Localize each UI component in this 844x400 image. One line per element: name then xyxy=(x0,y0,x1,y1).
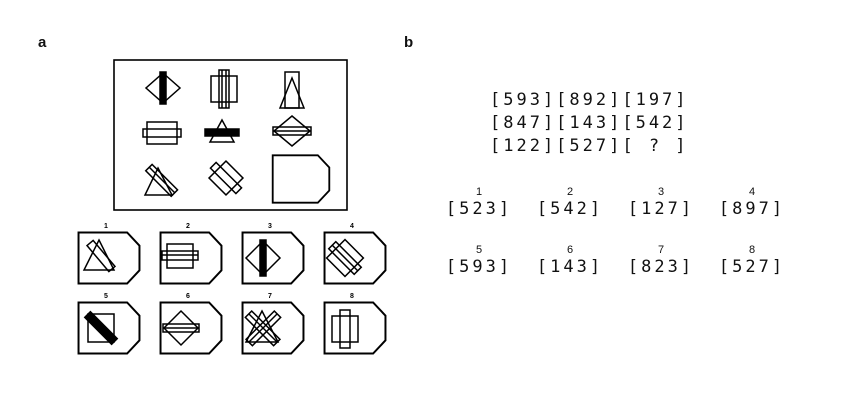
option-number-3: 3 xyxy=(268,223,272,230)
option-shape-5 xyxy=(77,301,141,355)
option-shape-4 xyxy=(323,231,387,285)
number-option-value: [127] xyxy=(627,199,695,219)
number-matrix-row-3: [122][527][ ? ] xyxy=(490,136,689,156)
number-option-5[interactable]: 5 [593] xyxy=(434,244,524,278)
matrix-cell-1 xyxy=(144,71,182,105)
number-option-value: [823] xyxy=(627,257,695,277)
number-option-3[interactable]: 3 [127] xyxy=(616,186,706,220)
number-option-label: 2 xyxy=(566,186,574,198)
panel-b-label: b xyxy=(404,34,414,51)
number-option-value: [897] xyxy=(718,199,786,219)
matrix-cell-3 xyxy=(278,71,306,109)
number-option-label: 4 xyxy=(748,186,756,198)
option-number-5: 5 xyxy=(104,293,108,300)
option-shape-6 xyxy=(159,301,223,355)
number-option-label: 6 xyxy=(566,244,574,256)
number-option-4[interactable]: 4 [897] xyxy=(707,186,797,220)
option-number-2: 2 xyxy=(186,223,190,230)
option-shape-1 xyxy=(77,231,141,285)
matrix-cell-5 xyxy=(204,118,240,143)
matrix-cell-6 xyxy=(272,115,312,147)
option-number-1: 1 xyxy=(104,223,108,230)
option-shape-8 xyxy=(323,301,387,355)
matrix-cell-2 xyxy=(210,69,238,109)
matrix-cell-4 xyxy=(142,121,182,145)
matrix-cell-7 xyxy=(143,163,179,198)
option-number-7: 7 xyxy=(268,293,272,300)
option-number-6: 6 xyxy=(186,293,190,300)
number-option-2[interactable]: 2 [542] xyxy=(525,186,615,220)
number-option-label: 7 xyxy=(657,244,665,256)
number-option-value: [523] xyxy=(445,199,513,219)
matrix-frame xyxy=(113,59,348,211)
number-option-7[interactable]: 7 [823] xyxy=(616,244,706,278)
matrix-cell-8 xyxy=(207,159,245,197)
option-number-4: 4 xyxy=(350,223,354,230)
option-shape-7 xyxy=(241,301,305,355)
number-option-label: 5 xyxy=(475,244,483,256)
number-matrix-row-1: [593][892][197] xyxy=(490,90,689,110)
number-matrix-row-2: [847][143][542] xyxy=(490,113,689,133)
number-option-6[interactable]: 6 [143] xyxy=(525,244,615,278)
panel-a-label: a xyxy=(38,34,47,51)
number-option-value: [542] xyxy=(536,199,604,219)
number-option-value: [143] xyxy=(536,257,604,277)
option-shape-3 xyxy=(241,231,305,285)
number-option-1[interactable]: 1 [523] xyxy=(434,186,524,220)
matrix-missing-cell xyxy=(271,154,331,204)
number-option-8[interactable]: 8 [527] xyxy=(707,244,797,278)
number-option-value: [527] xyxy=(718,257,786,277)
number-option-value: [593] xyxy=(445,257,513,277)
number-option-label: 3 xyxy=(657,186,665,198)
number-option-label: 1 xyxy=(475,186,483,198)
option-number-8: 8 xyxy=(350,293,354,300)
number-option-label: 8 xyxy=(748,244,756,256)
option-shape-2 xyxy=(159,231,223,285)
